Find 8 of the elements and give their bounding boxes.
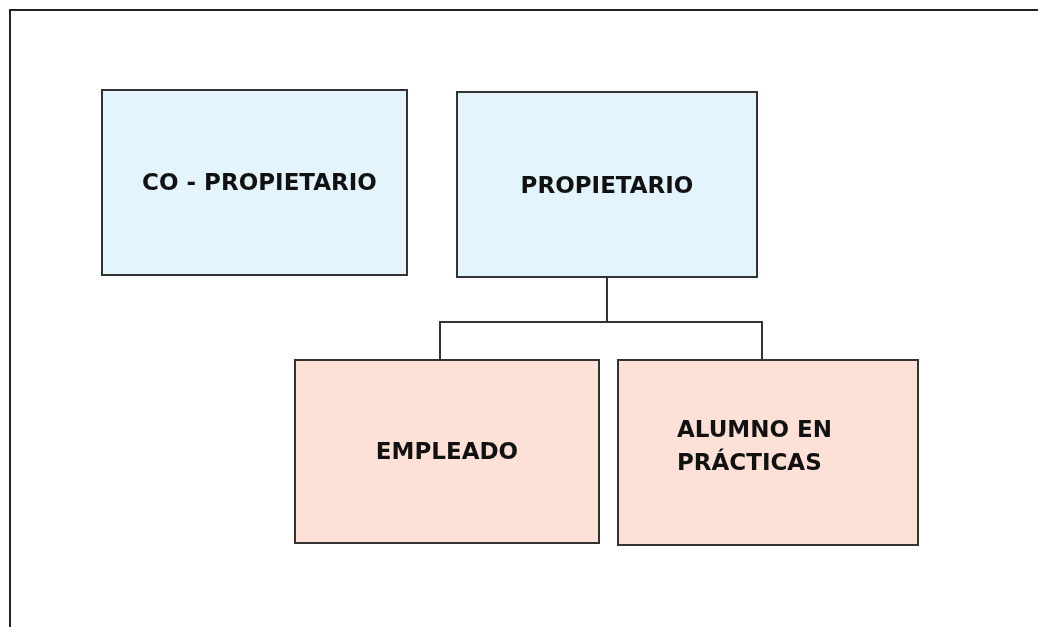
role-label: PROPIETARIO [520, 171, 694, 200]
org-box [101, 89, 408, 276]
role-label: ALUMNO EN PRÁCTICAS [677, 415, 833, 478]
org-box [617, 359, 919, 546]
role-label: CO - PROPIETARIO [142, 167, 377, 197]
role-label: EMPLEADO [375, 436, 519, 466]
org-box [456, 91, 758, 278]
org-box [294, 359, 600, 544]
